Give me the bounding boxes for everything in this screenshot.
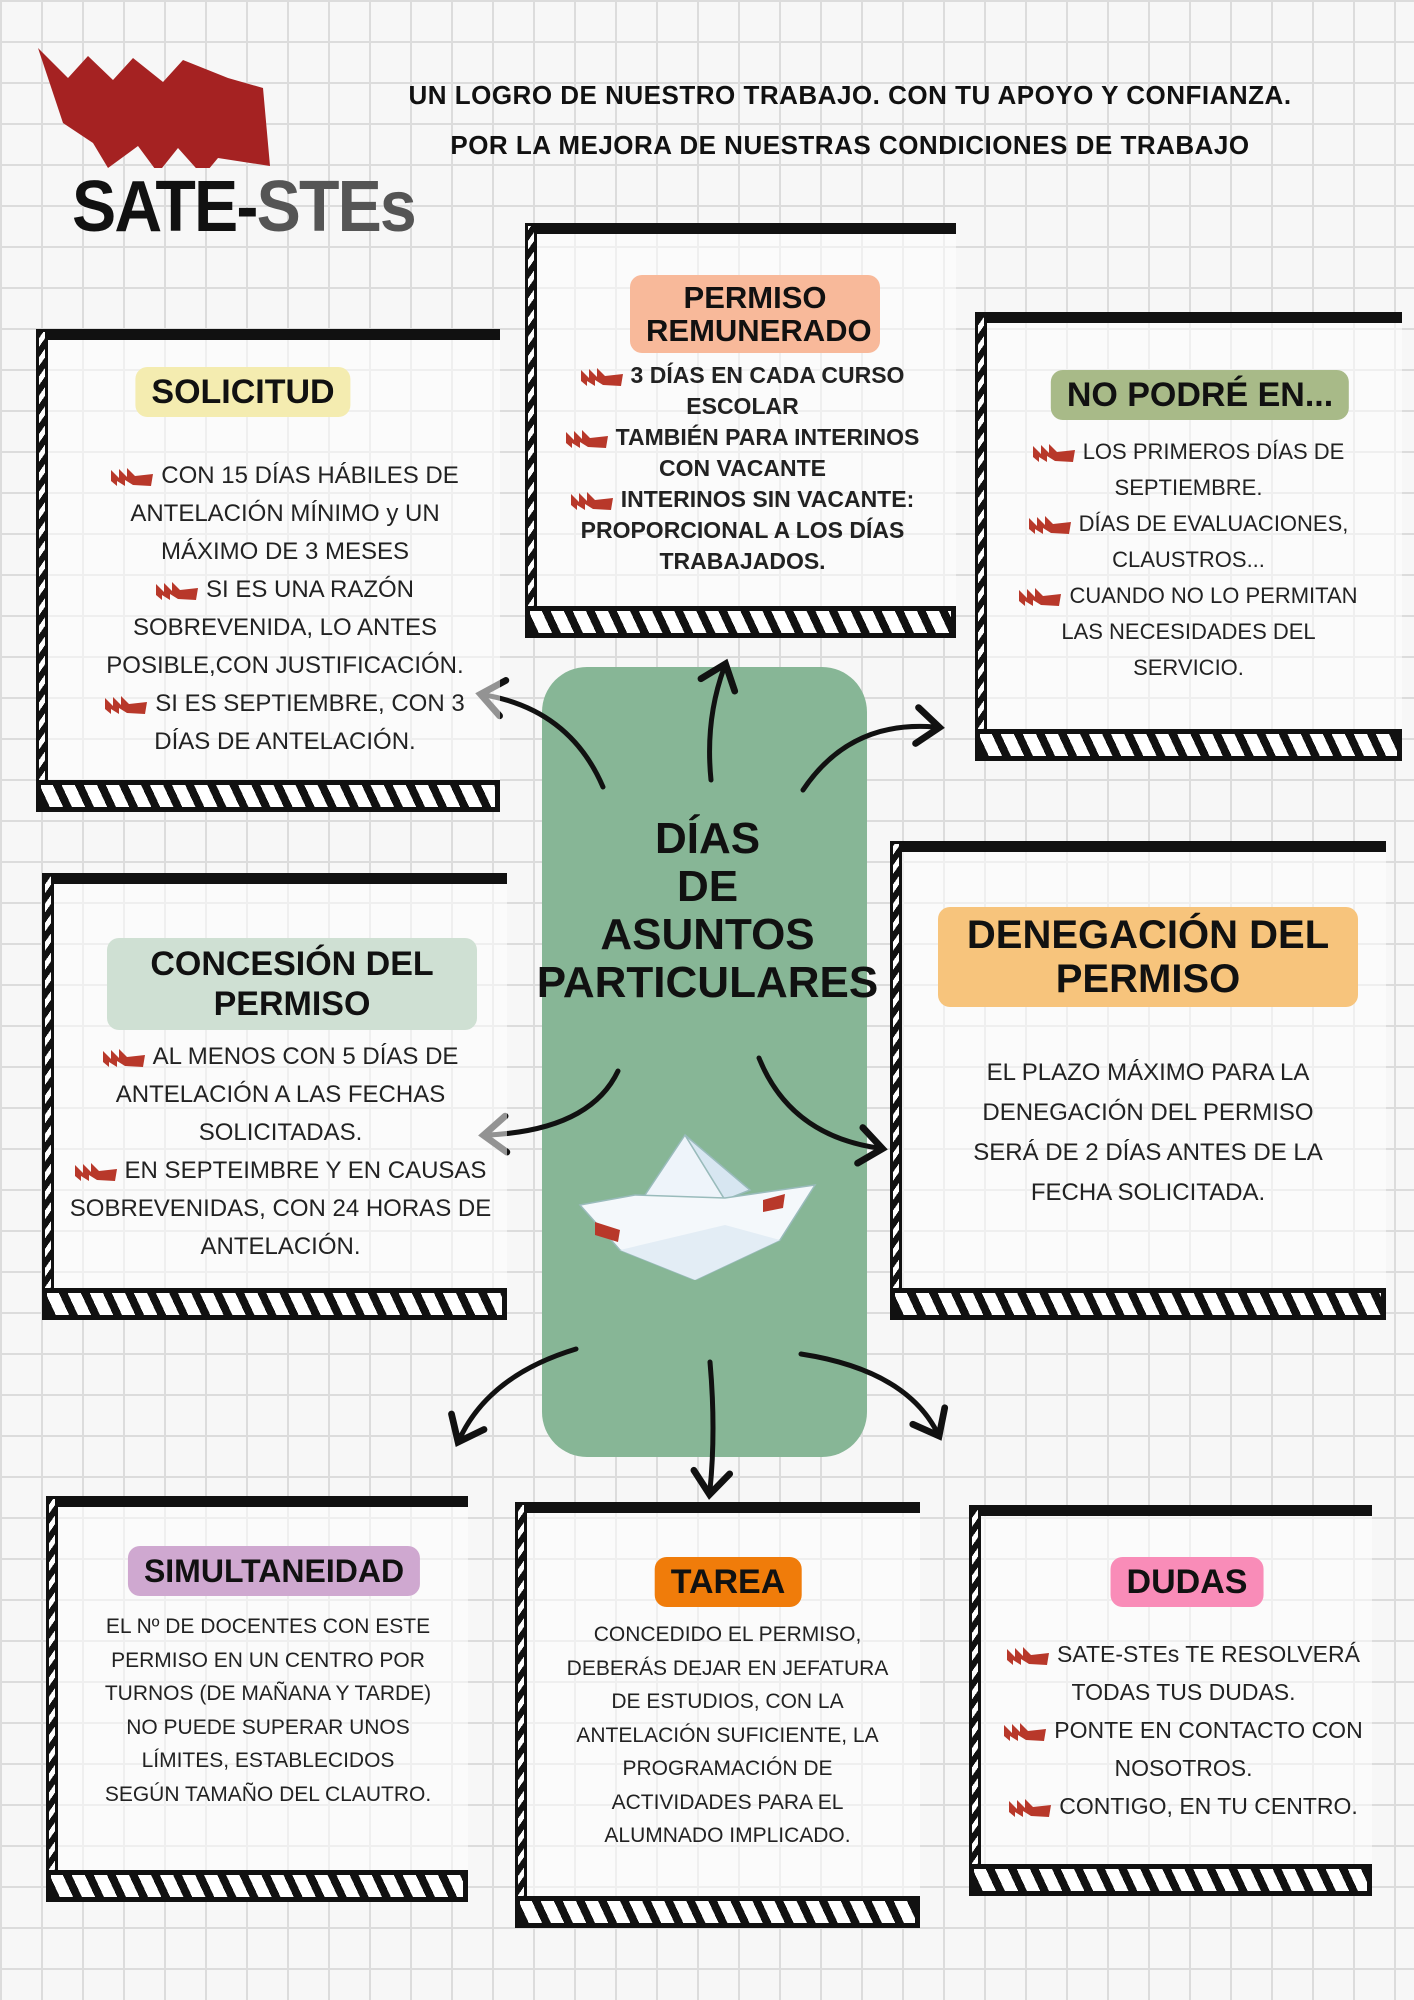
list-item: PONTE EN CONTACTO CON NOSOTROS.: [995, 1711, 1372, 1787]
item-text: EN SEPTEIMBRE Y EN CAUSAS SOBREVENIDAS, …: [69, 1157, 492, 1260]
arrow-to-tarea: [690, 1359, 734, 1500]
dudas-list: SATE-STEs TE RESOLVERÁ TODAS TUS DUDAS. …: [995, 1635, 1372, 1825]
item-text: SATE-STEs TE RESOLVERÁ TODAS TUS DUDAS.: [1057, 1641, 1360, 1705]
simultaneidad-title: SIMULTANEIDAD: [127, 1546, 421, 1596]
tarea-text: CONCEDIDO EL PERMISO, DEBERÁS DEJAR EN J…: [566, 1623, 889, 1847]
denegacion-title: DENEGACIÓN DEL PERMISO: [938, 907, 1358, 1007]
flag-bullet-icon: [1029, 516, 1071, 534]
list-item: SI ES UNA RAZÓN SOBREVENIDA, LO ANTES PO…: [84, 571, 486, 685]
logo-flag-icon: [38, 48, 270, 168]
simultaneidad-card: SIMULTANEIDAD EL Nº DE DOCENTES CON ESTE…: [46, 1496, 468, 1902]
arrow-to-simultaneidad: [448, 1346, 579, 1447]
tarea-card: TAREA CONCEDIDO EL PERMISO, DEBERÁS DEJA…: [515, 1502, 920, 1928]
arrow-to-permiso: [697, 658, 739, 783]
header-slogan: UN LOGRO DE NUESTRO TRABAJO. CON TU APOY…: [360, 70, 1340, 170]
dudas-title: DUDAS: [1110, 1557, 1264, 1607]
arrow-to-concesion: [478, 1068, 621, 1156]
item-text: SI ES SEPTIEMBRE, CON 3 DÍAS DE ANTELACI…: [154, 690, 465, 755]
concesion-list: AL MENOS CON 5 DÍAS DE ANTELACIÓN A LAS …: [66, 1038, 495, 1266]
flag-bullet-icon: [105, 696, 147, 714]
flag-bullet-icon: [571, 492, 613, 510]
permiso-remunerado-card: PERMISO REMUNERADO 3 DÍAS EN CADA CURSO …: [525, 223, 956, 638]
header-line-2: POR LA MEJORA DE NUESTRAS CONDICIONES DE…: [450, 130, 1250, 160]
center-title-line: PARTICULARES: [536, 958, 879, 1007]
item-text: DÍAS DE EVALUACIONES, CLAUSTROS...: [1078, 511, 1349, 572]
concesion-card: CONCESIÓN DEL PERMISO AL MENOS CON 5 DÍA…: [42, 873, 507, 1320]
center-title: DÍAS DE ASUNTOS PARTICULARES: [500, 815, 915, 1007]
no-podre-list: LOS PRIMEROS DÍAS DE SEPTIEMBRE. DÍAS DE…: [1005, 434, 1372, 686]
flag-bullet-icon: [1033, 444, 1075, 462]
flag-bullet-icon: [1007, 1647, 1049, 1665]
logo-text-sate: SATE-: [72, 167, 258, 247]
flag-bullet-icon: [581, 368, 623, 386]
item-text: 3 DÍAS EN CADA CURSO ESCOLAR: [630, 362, 905, 419]
concesion-title: CONCESIÓN DEL PERMISO: [107, 938, 477, 1030]
list-item: 3 DÍAS EN CADA CURSO ESCOLAR: [549, 360, 936, 422]
logo-text-stes: STEs: [256, 167, 417, 247]
simultaneidad-text: EL Nº DE DOCENTES CON ESTE PERMISO EN UN…: [104, 1615, 432, 1806]
list-item: CON 15 DÍAS HÁBILES DE ANTELACIÓN MÍNIMO…: [84, 457, 486, 571]
flag-bullet-icon: [156, 582, 198, 600]
flag-bullet-icon: [1004, 1723, 1046, 1741]
no-podre-title: NO PODRÉ EN...: [1050, 370, 1350, 420]
item-text: SI ES UNA RAZÓN SOBREVENIDA, LO ANTES PO…: [106, 576, 464, 679]
tarea-title: TAREA: [654, 1557, 802, 1607]
list-item: CONTIGO, EN TU CENTRO.: [995, 1787, 1372, 1825]
list-item: DÍAS DE EVALUACIONES, CLAUSTROS...: [1005, 506, 1372, 578]
flag-bullet-icon: [75, 1163, 117, 1181]
center-title-line: ASUNTOS: [600, 910, 815, 959]
item-text: PONTE EN CONTACTO CON NOSOTROS.: [1054, 1717, 1363, 1781]
denegacion-card: DENEGACIÓN DEL PERMISO EL PLAZO MÁXIMO P…: [890, 841, 1386, 1320]
solicitud-list: CON 15 DÍAS HÁBILES DE ANTELACIÓN MÍNIMO…: [84, 457, 486, 761]
flag-bullet-icon: [111, 468, 153, 486]
paper-boat-icon: [578, 1133, 817, 1280]
flag-bullet-icon: [1019, 588, 1061, 606]
dudas-card: DUDAS SATE-STEs TE RESOLVERÁ TODAS TUS D…: [969, 1505, 1372, 1896]
list-item: SATE-STEs TE RESOLVERÁ TODAS TUS DUDAS.: [995, 1635, 1372, 1711]
list-item: AL MENOS CON 5 DÍAS DE ANTELACIÓN A LAS …: [66, 1038, 495, 1152]
logo-text: SATE-STEs: [72, 166, 417, 248]
flag-bullet-icon: [103, 1049, 145, 1067]
arrow-to-denegacion: [756, 1055, 888, 1167]
item-text: AL MENOS CON 5 DÍAS DE ANTELACIÓN A LAS …: [115, 1043, 459, 1146]
flag-bullet-icon: [566, 430, 608, 448]
arrow-to-solicitud: [475, 677, 606, 790]
list-item: LOS PRIMEROS DÍAS DE SEPTIEMBRE.: [1005, 434, 1372, 506]
list-item: CUANDO NO LO PERMITAN LAS NECESIDADES DE…: [1005, 578, 1372, 686]
list-item: SI ES SEPTIEMBRE, CON 3 DÍAS DE ANTELACI…: [84, 685, 486, 761]
permiso-list: 3 DÍAS EN CADA CURSO ESCOLAR TAMBIÉN PAR…: [549, 360, 936, 577]
center-panel: [542, 667, 867, 1457]
arrow-to-dudas: [798, 1351, 949, 1441]
item-text: CONTIGO, EN TU CENTRO.: [1059, 1793, 1358, 1819]
solicitud-card: SOLICITUD CON 15 DÍAS HÁBILES DE ANTELAC…: [36, 329, 500, 812]
permiso-title: PERMISO REMUNERADO: [630, 275, 880, 353]
list-item: EN SEPTEIMBRE Y EN CAUSAS SOBREVENIDAS, …: [66, 1152, 495, 1266]
item-text: CON 15 DÍAS HÁBILES DE ANTELACIÓN MÍNIMO…: [130, 462, 459, 565]
item-text: CUANDO NO LO PERMITAN LAS NECESIDADES DE…: [1061, 583, 1358, 680]
flag-bullet-icon: [1009, 1799, 1051, 1817]
arrow-to-no-podre: [800, 704, 945, 793]
list-item: TAMBIÉN PARA INTERINOS CON VACANTE: [549, 422, 936, 484]
list-item: INTERINOS SIN VACANTE: PROPORCIONAL A LO…: [549, 484, 936, 577]
solicitud-title: SOLICITUD: [135, 367, 351, 417]
center-title-line: DÍAS: [654, 814, 761, 863]
item-text: INTERINOS SIN VACANTE: PROPORCIONAL A LO…: [580, 486, 915, 574]
header-line-1: UN LOGRO DE NUESTRO TRABAJO. CON TU APOY…: [408, 80, 1292, 110]
no-podre-card: NO PODRÉ EN... LOS PRIMEROS DÍAS DE SEPT…: [975, 312, 1402, 761]
item-text: LOS PRIMEROS DÍAS DE SEPTIEMBRE.: [1082, 439, 1345, 500]
center-title-line: DE: [676, 862, 739, 911]
item-text: TAMBIÉN PARA INTERINOS CON VACANTE: [615, 424, 920, 481]
denegacion-text: EL PLAZO MÁXIMO PARA LA DENEGACIÓN DEL P…: [973, 1059, 1323, 1206]
